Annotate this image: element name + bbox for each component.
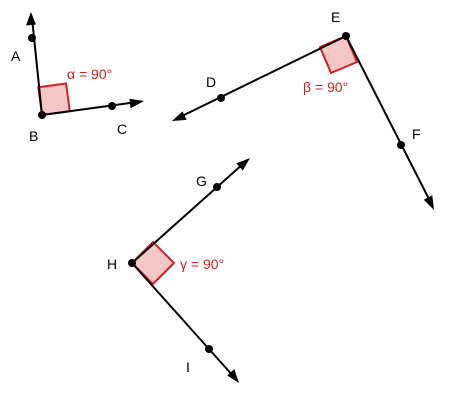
point-b xyxy=(38,111,46,119)
label-gamma: γ = 90° xyxy=(180,256,224,272)
label-e: E xyxy=(331,9,340,25)
point-i xyxy=(205,345,213,353)
angle-abc-group: A B C α = 90° xyxy=(11,12,144,144)
arrowhead-ray-bc xyxy=(129,98,144,109)
label-h: H xyxy=(107,256,117,272)
point-e xyxy=(342,32,350,40)
arrowhead-ray-ed xyxy=(172,111,187,121)
angle-alpha-marker xyxy=(37,82,71,117)
label-g: G xyxy=(196,173,207,189)
ray-ed xyxy=(179,35,347,118)
label-beta: β = 90° xyxy=(303,79,348,95)
point-a xyxy=(28,34,36,42)
angle-def-group: D E F β = 90° xyxy=(172,9,434,210)
ray-hg xyxy=(131,162,245,264)
point-g xyxy=(213,183,221,191)
arrowhead-ray-hi xyxy=(227,369,239,383)
angle-beta-marker xyxy=(318,34,359,75)
ray-hi xyxy=(131,262,235,378)
label-f: F xyxy=(412,126,421,142)
ray-bc xyxy=(41,101,138,116)
point-f xyxy=(397,141,405,149)
angle-gamma-marker xyxy=(130,240,176,286)
label-a: A xyxy=(11,48,21,64)
point-h xyxy=(128,259,136,267)
ray-ef xyxy=(345,35,432,204)
point-d xyxy=(217,94,225,102)
label-c: C xyxy=(117,121,127,137)
arrowhead-ray-ba xyxy=(26,12,36,26)
ray-ba xyxy=(31,17,43,116)
label-i: I xyxy=(186,359,190,375)
label-d: D xyxy=(206,74,216,90)
point-c xyxy=(108,102,116,110)
arrowhead-ray-ef xyxy=(423,195,434,210)
label-b: B xyxy=(29,128,38,144)
angle-ghi-group: G H I γ = 90° xyxy=(107,158,250,383)
label-alpha: α = 90° xyxy=(67,66,112,82)
arrowhead-ray-hg xyxy=(236,158,250,171)
